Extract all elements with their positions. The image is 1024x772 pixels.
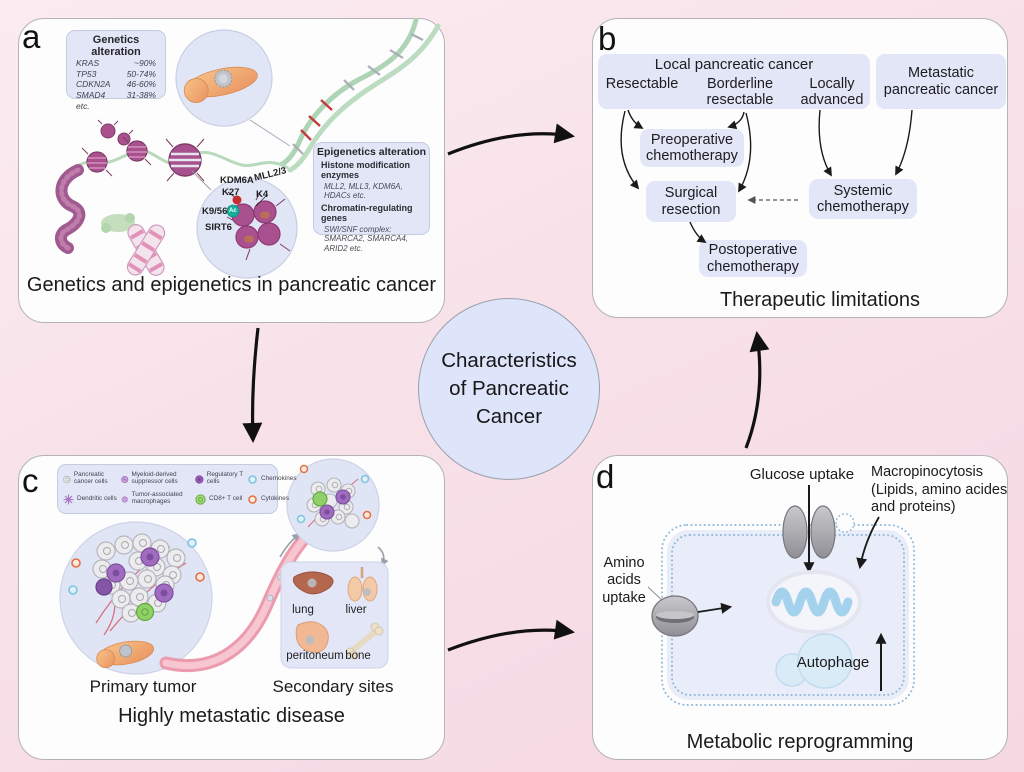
chromatin-heading: Chromatin-regulating genes [321, 202, 413, 223]
gene-name: CDKN2A [76, 79, 111, 90]
label-kdm6a: KDM6A [220, 175, 254, 186]
panel-c-caption: Highly metastatic disease [118, 705, 345, 727]
tam-icon [121, 495, 129, 503]
cytokine-icon [248, 494, 257, 504]
legend-item: Pancreatic cancer cells [63, 471, 121, 486]
panel-a-caption: Genetics and epigenetics in pancreatic c… [26, 274, 437, 296]
gene-name: TP53 [76, 68, 97, 79]
panel-b-label: b [598, 20, 617, 57]
panel-a-label: a [22, 18, 41, 55]
chromatin-items: SWI/SNF complex: SMARCA2, SMARCA4, ARID2… [324, 224, 409, 253]
chemokine-icon [248, 474, 257, 484]
systemic-text: Systemic chemotherapy [817, 182, 909, 215]
autophage-label: Autophage [796, 654, 870, 671]
postoperative-text: Postoperative chemotherapy [707, 242, 799, 275]
gene-value: 46-60% [126, 79, 156, 90]
epigenetics-alteration-box: Epigenetics alteration Histone modificat… [313, 142, 430, 253]
postoperative-chemotherapy-box: Postoperative chemotherapy [699, 240, 807, 277]
macropinocytosis-label: Macropinocytosis (Lipids, amino acides a… [871, 464, 1008, 516]
legend-label: Cytokines [261, 494, 290, 502]
legend-label: Pancreatic cancer cells [73, 471, 108, 485]
arrow-c-to-d [447, 619, 575, 652]
gene-name: SMAD4 [76, 89, 106, 100]
site-label-liver: liver [345, 604, 367, 616]
panel-c-label: c [22, 462, 39, 499]
histone-items: MLL2, MLL3, KDM6A, HDACs etc. [324, 181, 403, 201]
mdsc-icon [121, 475, 129, 483]
legend-item: Regulatory T cells [195, 471, 247, 486]
legend-item: Cytokines [247, 494, 297, 505]
regulatory-t-cell-icon [195, 474, 204, 484]
legend-label: Dendritic cells [77, 494, 117, 502]
preoperative-text: Preoperative chemotherapy [646, 131, 738, 164]
site-label-lung: lung [292, 604, 314, 616]
center-circle: Characteristics of Pancreatic Cancer [418, 298, 600, 480]
panel-d-label: d [596, 458, 615, 495]
site-label-bone: bone [345, 650, 371, 662]
legend-label: Myeloid-derived suppressor cells [131, 471, 178, 485]
gene-value: 31-38% [126, 89, 156, 100]
local-pancreatic-cancer-box: Local pancreatic cancer Resectable Borde… [598, 54, 870, 109]
label-k27: K27 [222, 187, 240, 198]
cd8-t-cell-icon [195, 493, 206, 505]
arrow-a-to-b [447, 123, 575, 156]
genetics-box-title: Genetics alteration [91, 34, 141, 58]
gene-value: 50-74% [126, 68, 156, 79]
dendritic-cell-icon [63, 494, 74, 504]
site-label-peritoneum: peritoneum [286, 650, 344, 662]
label-sirt6: SIRT6 [205, 222, 232, 233]
local-box-title: Local pancreatic cancer [654, 56, 814, 73]
stage-locally-advanced: Locally advanced [800, 75, 864, 109]
gene-value: ~90% [134, 58, 156, 68]
secondary-sites-label: Secondary sites [272, 677, 394, 696]
legend-label: Chemokines [261, 474, 297, 482]
gene-name: KRAS [76, 58, 100, 68]
surgical-resection-box: Surgical resection [646, 181, 736, 222]
panel-b-caption: Therapeutic limitations [719, 289, 921, 311]
label-k956: K9/56 [202, 206, 228, 217]
pancreatic-cancer-cell-icon [63, 475, 71, 483]
label-ac: Ac [229, 208, 237, 214]
legend-item: Myeloid-derived suppressor cells [121, 471, 195, 486]
genetics-etc: etc. [76, 100, 90, 111]
epigenetics-box-title: Epigenetics alteration [316, 146, 427, 158]
glucose-uptake-label: Glucose uptake [749, 466, 855, 483]
stage-borderline-resectable: Borderline resectable [706, 75, 774, 109]
legend-item: Chemokines [247, 474, 297, 485]
metastatic-box-text: Metastatic pancreatic cancer [883, 65, 999, 98]
arrow-d-to-b [744, 331, 770, 449]
preoperative-chemotherapy-box: Preoperative chemotherapy [640, 129, 744, 167]
surgical-text: Surgical resection [661, 185, 721, 218]
legend-label: Regulatory T cells [206, 471, 244, 485]
stage-resectable: Resectable [605, 75, 679, 92]
amino-acids-uptake-label: Amino acids uptake [602, 555, 646, 606]
legend-label: Tumor-associated macrophages [131, 491, 183, 505]
center-circle-text: Characteristics of Pancreatic Cancer [441, 349, 577, 428]
metastatic-cancer-box: Metastatic pancreatic cancer [876, 54, 1006, 109]
legend-label: CD8+ T cell [209, 494, 243, 502]
primary-tumor-label: Primary tumor [89, 677, 197, 696]
panel-d-caption: Metabolic reprogramming [686, 731, 914, 753]
legend-item: CD8+ T cell [195, 493, 247, 505]
legend-item: Dendritic cells [63, 494, 121, 505]
legend-item: Tumor-associated macrophages [121, 491, 195, 506]
cell-legend: Pancreatic cancer cells Dendritic cells … [57, 464, 297, 514]
label-k4: K4 [256, 189, 269, 200]
arrow-a-to-c [242, 327, 263, 443]
histone-heading: Histone modification enzymes [321, 160, 411, 180]
systemic-chemotherapy-box: Systemic chemotherapy [809, 179, 917, 219]
